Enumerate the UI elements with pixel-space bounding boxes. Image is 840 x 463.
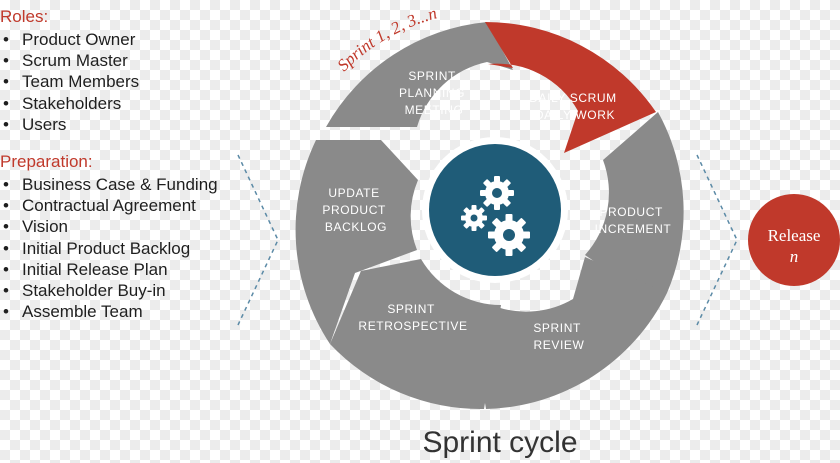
roles-panel: Roles: Product Owner Scrum Master Team M…	[0, 7, 240, 135]
preparation-title: Preparation:	[0, 152, 93, 171]
preparation-list: Business Case & Funding Contractual Agre…	[0, 174, 240, 323]
list-item: Initial Product Backlog	[0, 238, 240, 259]
segment-daily-scrum	[485, 21, 656, 154]
label-sprint-review: SPRINT REVIEW	[533, 321, 584, 352]
roles-title: Roles:	[0, 7, 49, 26]
list-item: Business Case & Funding	[0, 174, 240, 195]
segment-sprint-retrospective	[330, 259, 501, 410]
list-item: Initial Release Plan	[0, 259, 240, 280]
list-item: Vision	[0, 216, 240, 237]
release-label: Release	[768, 226, 821, 245]
gears-icon	[461, 176, 530, 256]
list-item: Product Owner	[0, 29, 240, 50]
label-product-increment: PRODUCT INCREMENT	[595, 205, 672, 236]
roles-list: Product Owner Scrum Master Team Members …	[0, 29, 240, 135]
left-dashed-chevron	[237, 154, 279, 326]
release-circle	[748, 194, 840, 286]
list-item: Contractual Agreement	[0, 195, 240, 216]
list-item: Assemble Team	[0, 301, 240, 322]
label-sprint-retrospective: SPRINT RETROSPECTIVE	[358, 302, 467, 333]
list-item: Team Members	[0, 71, 240, 92]
segment-update-backlog	[295, 140, 418, 344]
segment-sprint-review	[484, 257, 667, 409]
list-item: Stakeholders	[0, 93, 240, 114]
release-number: n	[790, 247, 799, 266]
segment-planning-meeting	[326, 22, 513, 127]
segment-product-increment	[585, 112, 684, 293]
list-item: Scrum Master	[0, 50, 240, 71]
list-item: Users	[0, 114, 240, 135]
label-daily-scrum: DAILY SCRUM DAILY WORK	[529, 91, 620, 122]
label-planning-meeting: SPRINT PLANNING MEETING	[399, 69, 469, 117]
list-item: Stakeholder Buy-in	[0, 280, 240, 301]
diagram-title: Sprint cycle	[422, 426, 577, 459]
right-dashed-chevron	[696, 154, 738, 326]
preparation-panel: Preparation: Business Case & Funding Con…	[0, 152, 240, 323]
label-update-backlog: UPDATE PRODUCT BACKLOG	[322, 186, 389, 234]
